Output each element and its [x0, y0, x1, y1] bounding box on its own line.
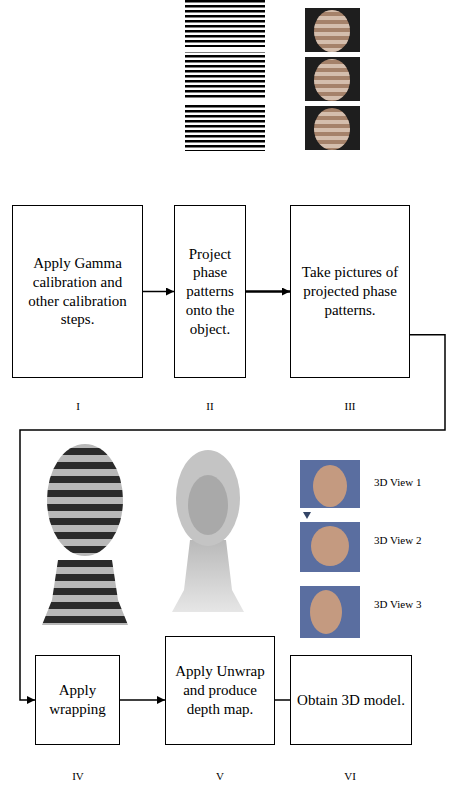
wrapped-phase-image [42, 444, 128, 625]
step-number: V [202, 770, 238, 782]
3d-view-image [300, 460, 360, 638]
box-text: Project phase patterns onto the object. [179, 245, 241, 339]
process-box: Take pictures of projected phase pattern… [290, 205, 410, 378]
box-text: Take pictures of projected phase pattern… [295, 263, 405, 319]
step-number: II [192, 400, 228, 412]
view-label: 3D View 2 [374, 534, 444, 546]
fringe-pattern [185, 0, 265, 151]
box-text: Apply wrapping [40, 681, 115, 719]
process-box: Apply wrapping [35, 655, 120, 745]
flow-arrow [275, 699, 290, 701]
step-number: I [60, 400, 96, 412]
view-label: 3D View 1 [374, 476, 444, 488]
process-box: Obtain 3D model. [290, 655, 412, 745]
step-number: VI [332, 770, 368, 782]
process-box: Project phase patterns onto the object. [174, 205, 246, 378]
box-text: Obtain 3D model. [297, 691, 405, 710]
fringe-photo [305, 8, 360, 150]
depth-map-image [172, 450, 244, 612]
box-text: Apply Gamma calibration and other calibr… [17, 254, 138, 329]
flow-arrow [246, 290, 290, 293]
process-box: Apply Unwrap and produce depth map. [165, 636, 275, 745]
view-label: 3D View 3 [374, 598, 444, 610]
process-box: Apply Gamma calibration and other calibr… [12, 205, 143, 378]
box-text: Apply Unwrap and produce depth map. [170, 662, 270, 718]
flow-arrow [20, 335, 445, 700]
step-number: IV [60, 770, 96, 782]
flow-arrow [120, 699, 165, 701]
step-number: III [332, 400, 368, 412]
flow-arrow [143, 291, 174, 293]
